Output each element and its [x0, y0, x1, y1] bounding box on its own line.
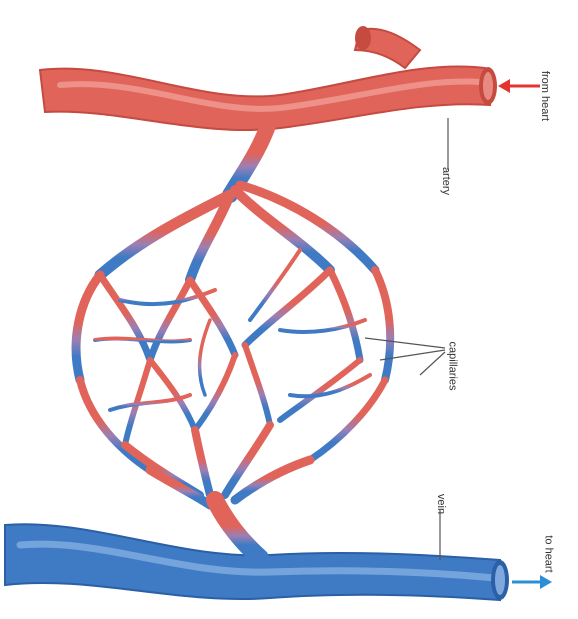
arrow-from-heart-icon [498, 79, 540, 93]
capillaries-leader-1 [365, 338, 445, 348]
capillaries-leader-3 [420, 352, 445, 375]
from-heart-label: from heart [539, 71, 551, 121]
to-heart-label: to heart [543, 535, 555, 572]
artery-label: artery [440, 167, 452, 195]
capillary-network [76, 120, 390, 558]
capillaries-label: capillaries [446, 342, 458, 391]
vein-label: vein [435, 494, 447, 514]
arrow-to-heart-icon [512, 575, 552, 589]
